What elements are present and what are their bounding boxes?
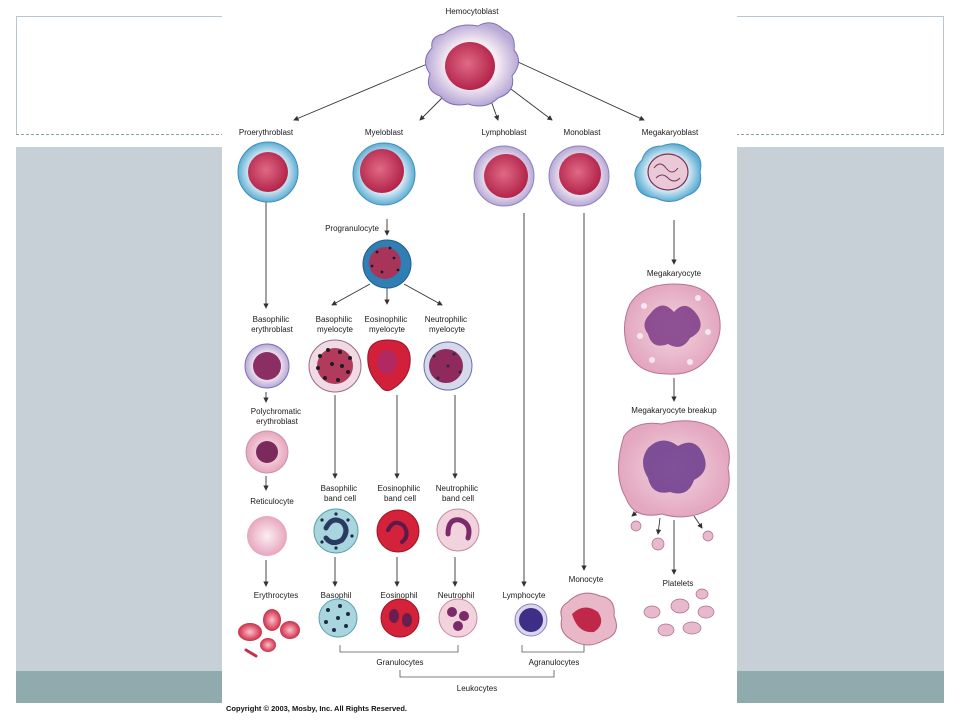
arrow-to-basophilic-myelocyte [331,283,371,306]
label-myeloblast: Myeloblast [365,128,404,137]
label-leukocytes: Leukocytes [457,684,497,693]
neutrophilic-myelocyte-cell [423,341,473,391]
monoblast-cell [548,145,610,207]
label-neutrophilic-band-cell-l2: band cell [442,494,474,503]
basophil-cell [318,598,358,638]
basophilic-erythroblast-cell [244,343,290,389]
label-megakaryoblast: Megakaryoblast [642,128,699,137]
label-monoblast: Monoblast [564,128,602,137]
label-lymphocyte: Lymphocyte [503,591,546,600]
label-polychromatic-erythroblast-l2: erythroblast [256,417,299,426]
neutrophilic-band-cell-cell [436,508,480,552]
label-basophilic-band-cell: Basophilic band cell [321,484,360,503]
myeloblast-cell [352,142,416,206]
arrow-platelet-release-mid [655,517,662,535]
label-megakaryocyte-breakup: Megakaryocyte breakup [631,406,717,415]
arrow-to-megakaryoblast [517,61,645,121]
polychromatic-erythroblast-cell [245,430,289,474]
arrow-to-proerythroblast [293,61,433,121]
hematopoiesis-figure: Hemocytoblast Proerythroblast Myeloblast… [222,0,737,720]
label-polychromatic-erythroblast: Polychromatic erythroblast [251,407,303,426]
bracket-leukocytes [399,670,555,678]
label-hemocytoblast: Hemocytoblast [446,7,500,16]
megakaryoblast-cell [634,143,702,202]
hemocytoblast-cell [425,22,519,107]
label-basophilic-myelocyte: Basophilic myelocyte [316,315,355,334]
label-progranulocyte: Progranulocyte [325,224,379,233]
lineage-arrows [263,61,703,587]
arrow-to-myeloblast [419,97,443,121]
copyright-notice: Copyright © 2003, Mosby, Inc. All Rights… [226,704,407,713]
eosinophilic-band-cell-cell [376,509,420,553]
lymphocyte-cell [514,603,548,637]
label-monocyte: Monocyte [569,575,604,584]
hematopoiesis-diagram: Hemocytoblast Proerythroblast Myeloblast… [226,7,730,713]
label-eosinophilic-band-cell: Eosinophilic band cell [378,484,423,503]
megakaryocyte-breakup-cell [617,420,730,518]
label-basophilic-band-cell-l2: band cell [324,494,356,503]
label-proerythroblast: Proerythroblast [239,128,294,137]
label-platelets: Platelets [663,579,694,588]
arrow-platelet-release-right [693,515,703,529]
label-eosinophil: Eosinophil [381,591,418,600]
label-basophilic-erythroblast-l2: erythroblast [251,325,294,334]
arrow-to-neutrophilic-myelocyte [403,283,443,306]
label-eosinophilic-band-cell-l1: Eosinophilic [378,484,421,493]
released-platelet-buds [630,520,714,551]
label-granulocytes: Granulocytes [376,658,423,667]
lymphoblast-cell [473,145,535,207]
label-reticulocyte: Reticulocyte [250,497,294,506]
label-neutrophilic-band-cell-l1: Neutrophilic [436,484,478,493]
label-eosinophilic-band-cell-l2: band cell [384,494,416,503]
monocyte-cell [560,592,617,646]
label-polychromatic-erythroblast-l1: Polychromatic [251,407,301,416]
neutrophil-cell [438,598,478,638]
label-eosinophilic-myelocyte-l1: Eosinophilic [365,315,408,324]
platelets-cells [643,588,715,637]
eosinophilic-myelocyte-cell [367,339,411,392]
bracket-agranulocytes [521,645,585,653]
label-lymphoblast: Lymphoblast [481,128,527,137]
label-basophilic-myelocyte-l2: myelocyte [317,325,354,334]
label-agranulocytes: Agranulocytes [529,658,580,667]
label-basophilic-band-cell-l1: Basophilic [321,484,357,493]
label-basophilic-myelocyte-l1: Basophilic [316,315,352,324]
label-neutrophil: Neutrophil [438,591,475,600]
label-neutrophilic-myelocyte: Neutrophilic myelocyte [425,315,469,334]
label-neutrophilic-myelocyte-l2: myelocyte [429,325,466,334]
label-erythrocytes: Erythrocytes [254,591,298,600]
basophilic-band-cell-cell [313,508,359,554]
progranulocyte-cell [362,239,412,289]
label-neutrophilic-band-cell: Neutrophilic band cell [436,484,480,503]
proerythroblast-cell [237,141,299,203]
basophilic-myelocyte-cell [308,339,362,393]
megakaryocyte-cell [624,283,721,375]
label-eosinophilic-myelocyte-l2: myelocyte [369,325,406,334]
label-basophilic-erythroblast-l1: Basophilic [253,315,289,324]
reticulocyte-cell [247,516,287,556]
label-basophil: Basophil [321,591,352,600]
label-basophilic-erythroblast: Basophilic erythroblast [251,315,294,334]
label-megakaryocyte: Megakaryocyte [647,269,702,278]
eosinophil-cell [380,598,420,638]
group-brackets [339,645,585,678]
label-eosinophilic-myelocyte: Eosinophilic myelocyte [365,315,410,334]
bracket-granulocytes [339,645,459,653]
erythrocytes-cells [238,609,300,658]
arrow-to-monoblast [506,85,553,121]
label-neutrophilic-myelocyte-l1: Neutrophilic [425,315,467,324]
